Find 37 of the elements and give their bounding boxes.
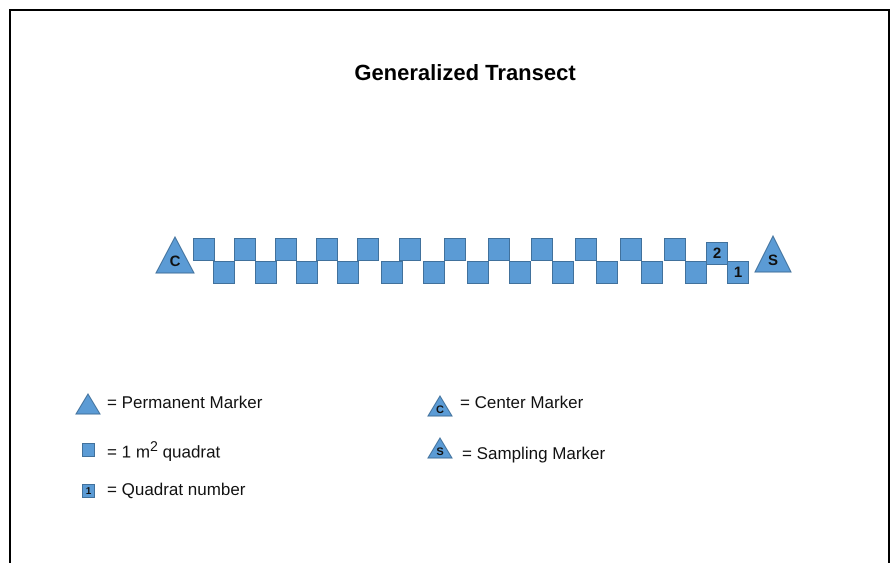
quadrat-square — [316, 238, 338, 261]
legend-text: = 1 m$^{2}$ quadrat — [107, 439, 220, 463]
quadrat-square — [664, 238, 686, 261]
quadrat-square: 2 — [706, 242, 728, 265]
legend-text: = Sampling Marker — [462, 444, 606, 464]
quadrat-square — [620, 238, 642, 261]
quadrat-square — [296, 261, 318, 284]
marker-triangle: S — [754, 235, 792, 273]
legend-text: = Permanent Marker — [107, 393, 262, 413]
quadrat-square — [234, 238, 256, 261]
quadrat-square — [509, 261, 531, 284]
quadrat-square — [255, 261, 277, 284]
quadrat-square — [552, 261, 574, 284]
quadrat-square — [685, 261, 707, 284]
quadrat-square — [488, 238, 510, 261]
quadrat-square — [531, 238, 553, 261]
quadrat-square — [444, 238, 466, 261]
quadrat-square — [596, 261, 618, 284]
legend-triangle-sample: S — [427, 437, 453, 459]
quadrat-square — [641, 261, 663, 284]
quadrat-square — [575, 238, 597, 261]
quadrat-square: 1 — [727, 261, 749, 284]
quadrat-square — [213, 261, 235, 284]
quadrat-square — [467, 261, 489, 284]
quadrat-square — [357, 238, 379, 261]
marker-triangle: C — [155, 236, 195, 274]
legend-triangle-sample: C — [427, 395, 453, 417]
quadrat-square — [337, 261, 359, 284]
quadrat-square — [275, 238, 297, 261]
title: Generalized Transect — [353, 60, 577, 86]
legend-square-sample: 1 — [82, 484, 95, 498]
quadrat-square — [399, 238, 421, 261]
legend-text: = Quadrat number — [107, 480, 246, 500]
quadrat-square — [423, 261, 445, 284]
quadrat-square — [381, 261, 403, 284]
legend-text: = Center Marker — [460, 393, 584, 413]
quadrat-square — [193, 238, 215, 261]
